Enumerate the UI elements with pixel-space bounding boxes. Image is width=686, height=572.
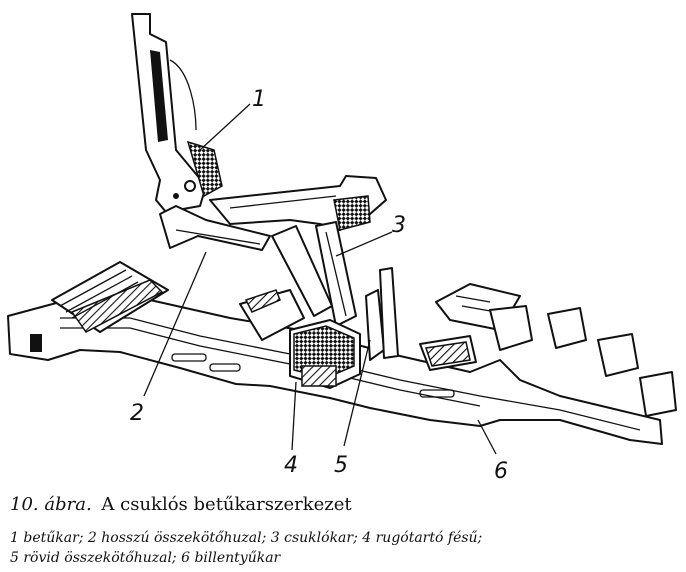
label-part-1: 1 — [252, 87, 266, 112]
figure-word: ábra. — [44, 494, 92, 515]
leader-lines — [143, 103, 497, 455]
label-part-3: 3 — [392, 213, 406, 238]
type-bar-1 — [131, 13, 223, 213]
spring-comb-left — [51, 261, 169, 333]
figure-caption: 10. ábra. A csuklós betűkarszerkezet — [10, 494, 352, 515]
label-part-4: 4 — [284, 453, 298, 478]
figure-number: 10. — [10, 494, 39, 515]
key-lever-6 — [419, 283, 677, 417]
short-connecting-wire-5 — [365, 267, 399, 361]
figure-title: A csuklós betűkarszerkezet — [101, 494, 352, 515]
legend-line-2: 5 rövid összekötőhuzal; 6 billentyűkar — [10, 550, 281, 566]
hinge-lever-3 — [271, 221, 357, 327]
spring-holder-comb-4 — [239, 289, 361, 389]
label-part-2: 2 — [130, 401, 144, 426]
long-connecting-wire-2 — [159, 205, 271, 251]
legend-line-1: 1 betűkar; 2 hosszú összekötőhuzal; 3 cs… — [10, 530, 483, 546]
mechanism-diagram: 1 3 2 4 5 6 — [7, 13, 677, 484]
label-part-5: 5 — [334, 453, 348, 478]
upper-carriage — [209, 175, 387, 231]
label-part-6: 6 — [494, 459, 508, 484]
